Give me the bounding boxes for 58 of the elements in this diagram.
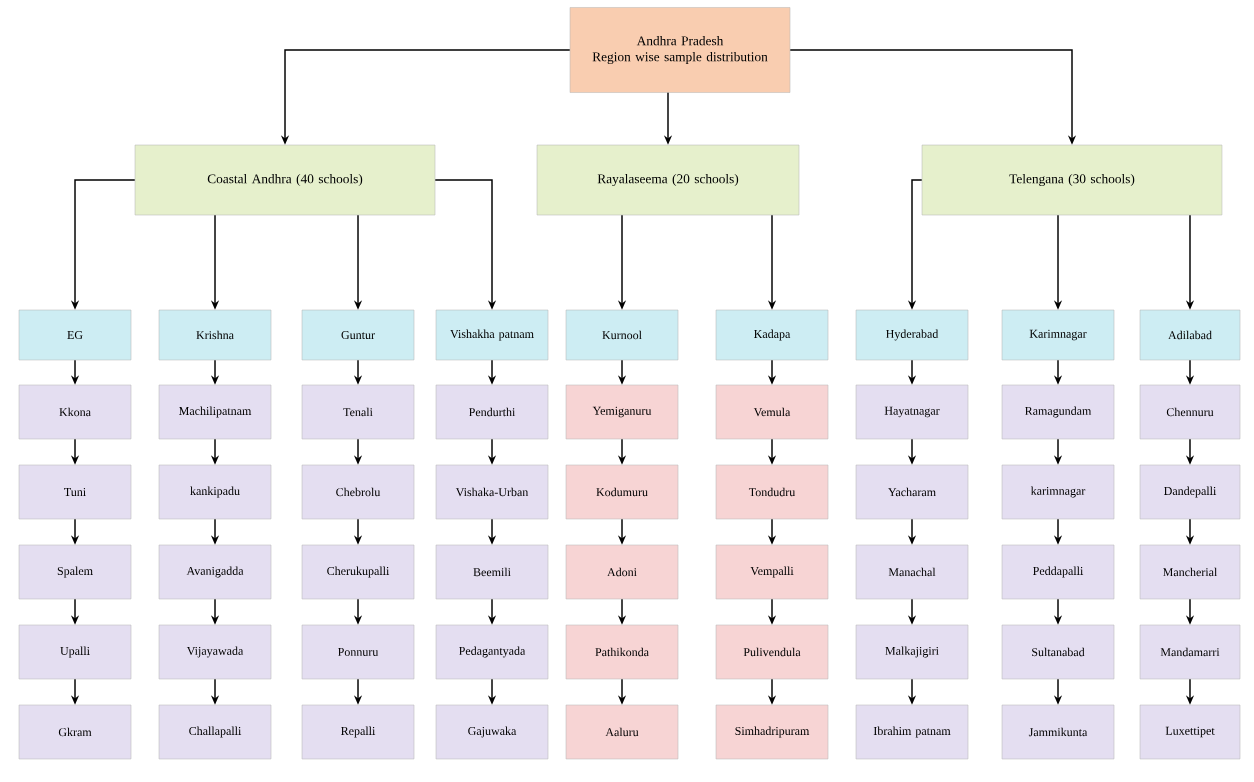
region-box: Coastal Andhra (40 schools) — [134, 144, 436, 216]
town-box: Gkram — [18, 704, 132, 760]
town-box: Ponnuru — [301, 624, 415, 680]
town-box: Ramagundam — [1001, 384, 1115, 440]
town-box: Gajuwaka — [435, 704, 549, 760]
town-box: Ibrahim patnam — [855, 704, 969, 760]
town-box: Kodumuru — [565, 464, 679, 520]
district-box: Adilabad — [1139, 309, 1241, 361]
town-box: Vemula — [715, 384, 829, 440]
town-box: Malkajigiri — [855, 624, 969, 680]
town-box: Hayatnagar — [855, 384, 969, 440]
town-box: Chennuru — [1139, 384, 1241, 440]
town-box: Pedagantyada — [435, 624, 549, 680]
region-box: Telengana (30 schools) — [921, 144, 1223, 216]
town-box: Avanigadda — [158, 544, 272, 600]
town-box: Mandamarri — [1139, 624, 1241, 680]
town-box: Pathikonda — [565, 624, 679, 680]
district-box: Karimnagar — [1001, 309, 1115, 361]
town-box: Sultanabad — [1001, 624, 1115, 680]
town-box: Dandepalli — [1139, 464, 1241, 520]
town-box: Kkona — [18, 384, 132, 440]
town-box: Tenali — [301, 384, 415, 440]
town-box: Machilipatnam — [158, 384, 272, 440]
district-box: Kadapa — [715, 309, 829, 361]
title-box: Andhra Pradesh Region wise sample distribution — [569, 7, 791, 93]
town-box: Beemili — [435, 544, 549, 600]
town-box: Mancherial — [1139, 544, 1241, 600]
town-box: Pendurthi — [435, 384, 549, 440]
town-box: Luxettipet — [1139, 704, 1241, 760]
town-box: Pulivendula — [715, 624, 829, 680]
town-box: Upalli — [18, 624, 132, 680]
town-box: Spalem — [18, 544, 132, 600]
district-box: EG — [18, 309, 132, 361]
town-box: Repalli — [301, 704, 415, 760]
town-box: Tuni — [18, 464, 132, 520]
district-box: Guntur — [301, 309, 415, 361]
town-box: Chebrolu — [301, 464, 415, 520]
district-box: Kurnool — [565, 309, 679, 361]
town-box: Tondudru — [715, 464, 829, 520]
town-box: Aaluru — [565, 704, 679, 760]
town-box: Cherukupalli — [301, 544, 415, 600]
town-box: Vijayawada — [158, 624, 272, 680]
town-box: Manachal — [855, 544, 969, 600]
town-box: kankipadu — [158, 464, 272, 520]
town-box: Simhadripuram — [715, 704, 829, 760]
town-box: Peddapalli — [1001, 544, 1115, 600]
town-box: Adoni — [565, 544, 679, 600]
town-box: Challapalli — [158, 704, 272, 760]
district-box: Vishakha patnam — [435, 309, 549, 361]
region-box: Rayalaseema (20 schools) — [536, 144, 800, 216]
town-box: Vishaka-Urban — [435, 464, 549, 520]
district-box: Krishna — [158, 309, 272, 361]
town-box: karimnagar — [1001, 464, 1115, 520]
town-box: Vempalli — [715, 544, 829, 600]
town-box: Yacharam — [855, 464, 969, 520]
town-box: Yemiganuru — [565, 384, 679, 440]
town-box: Jammikunta — [1001, 704, 1115, 760]
district-box: Hyderabad — [855, 309, 969, 361]
